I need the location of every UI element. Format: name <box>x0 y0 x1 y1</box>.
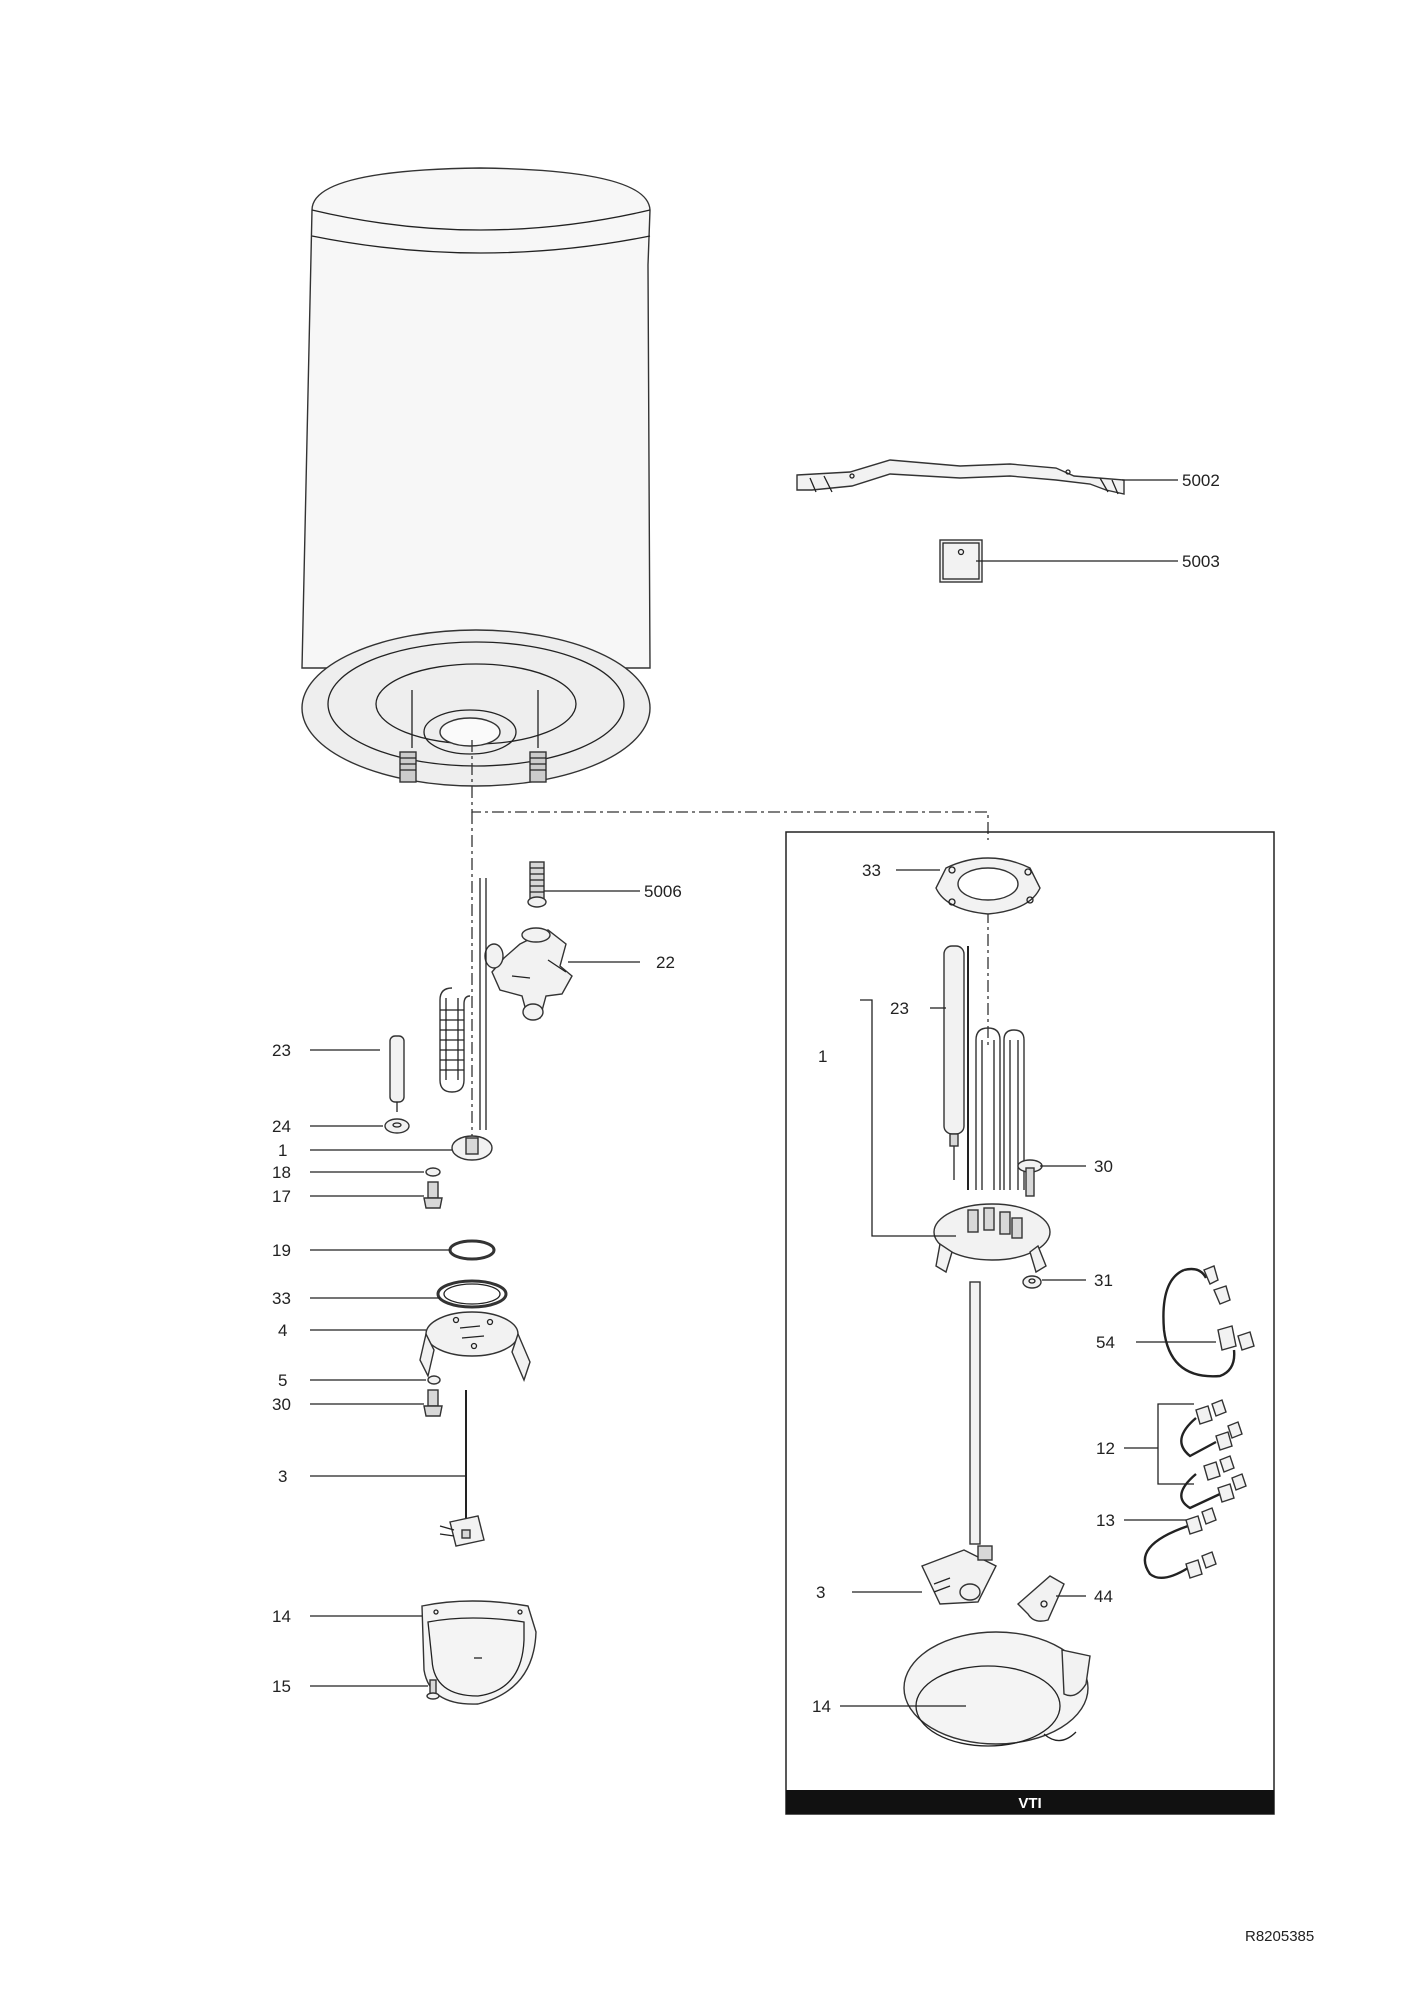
cable-pair-part <box>1180 1399 1247 1510</box>
label-12: 12 <box>1096 1439 1115 1458</box>
cable-loop-part <box>1162 1265 1255 1378</box>
label-17: 17 <box>272 1187 291 1206</box>
vti-box-title: VTI <box>1018 1795 1041 1812</box>
label-23-right: 23 <box>890 999 909 1018</box>
document-reference-number: R8205385 <box>1245 1928 1315 1945</box>
label-5003: 5003 <box>1182 552 1220 571</box>
label-5006: 5006 <box>644 882 682 901</box>
cover-right <box>903 1631 1091 1747</box>
thermostat-right <box>921 1281 997 1605</box>
label-44: 44 <box>1094 1587 1113 1606</box>
label-14-right: 14 <box>812 1697 831 1716</box>
dash-connector-top <box>471 740 989 840</box>
ring-gasket-part <box>448 1239 496 1261</box>
label-31: 31 <box>1094 1271 1113 1290</box>
label-1-right: 1 <box>818 1047 827 1066</box>
label-33-left: 33 <box>272 1289 291 1308</box>
leader-1-right <box>860 999 956 1237</box>
label-30-right: 30 <box>1094 1157 1113 1176</box>
flange-gasket-right <box>935 857 1041 915</box>
label-3-right: 3 <box>816 1583 825 1602</box>
bolt-part <box>423 1181 443 1209</box>
washer-small-part <box>427 1375 441 1385</box>
label-33-right: 33 <box>862 861 881 880</box>
label-30-left: 30 <box>272 1395 291 1414</box>
label-3-left: 3 <box>278 1467 287 1486</box>
clip-part <box>1016 1575 1065 1622</box>
label-14-left: 14 <box>272 1607 291 1626</box>
flange-bolt-part <box>423 1389 443 1417</box>
label-22: 22 <box>656 953 675 972</box>
label-15: 15 <box>272 1677 291 1696</box>
cover-screw-part <box>426 1679 440 1700</box>
safety-valve-part <box>484 927 573 1021</box>
label-19: 19 <box>272 1241 291 1260</box>
label-13: 13 <box>1096 1511 1115 1530</box>
label-5002: 5002 <box>1182 471 1220 490</box>
flange-gasket-part <box>436 1279 508 1309</box>
anode-rod-right <box>943 945 965 1180</box>
single-cable-part <box>1143 1507 1217 1580</box>
nut-part <box>425 1167 441 1177</box>
flange-bolt-right <box>1017 1159 1043 1197</box>
thermostat-left <box>439 1390 485 1547</box>
water-heater-tank <box>301 167 651 787</box>
wall-bracket-part <box>796 459 1125 495</box>
spacer-block-part <box>939 539 983 583</box>
heating-element-left <box>439 878 493 1161</box>
leader-12 <box>1124 1403 1194 1485</box>
label-1-left: 1 <box>278 1141 287 1160</box>
label-4: 4 <box>278 1321 287 1340</box>
label-24: 24 <box>272 1117 291 1136</box>
cover-left <box>421 1600 537 1705</box>
label-54: 54 <box>1096 1333 1115 1352</box>
flange-plate-part <box>419 1311 531 1382</box>
label-23-left: 23 <box>272 1041 291 1060</box>
anode-screw-part <box>527 861 547 908</box>
washer-part <box>384 1118 410 1134</box>
anode-rod-left <box>389 1035 405 1112</box>
vti-title-bar <box>786 1790 1274 1814</box>
heating-element-right <box>933 946 1051 1274</box>
label-18: 18 <box>272 1163 291 1182</box>
flange-nut-right <box>1022 1275 1042 1289</box>
label-5: 5 <box>278 1371 287 1390</box>
